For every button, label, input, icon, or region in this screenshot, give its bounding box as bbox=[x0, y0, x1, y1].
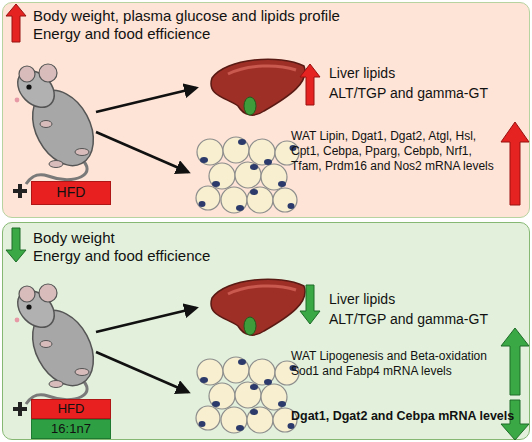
finding-text: Liver lipids bbox=[329, 291, 395, 309]
finding-text: Body weight bbox=[33, 229, 115, 248]
increase-arrow bbox=[6, 4, 529, 205]
condition-panel: Body weightEnergy and food efficienceLiv… bbox=[2, 222, 530, 440]
finding-text: Liver lipids bbox=[329, 65, 395, 83]
box-label: HFD bbox=[57, 184, 86, 202]
finding-text: WAT Lipogenesis and Beta-oxidation Sod1 … bbox=[291, 349, 505, 379]
diet-label-box: HFD bbox=[31, 181, 111, 205]
plus-sign bbox=[13, 184, 27, 416]
change-arrow bbox=[6, 228, 529, 440]
finding-text: ALT/TGP and gamma-GT bbox=[329, 311, 488, 329]
pointer-arrow bbox=[96, 88, 196, 392]
supplement-label-box: 16:1n7 bbox=[31, 419, 111, 439]
mouse-illustration bbox=[11, 64, 106, 404]
finding-text: ALT/TGP and gamma-GT bbox=[329, 85, 488, 103]
finding-text: Energy and food efficience bbox=[33, 247, 210, 266]
finding-text: Energy and food efficience bbox=[33, 25, 210, 44]
liver-illustration bbox=[211, 59, 305, 335]
finding-text: Body weight, plasma glucose and lipids p… bbox=[33, 7, 340, 26]
box-label: HFD bbox=[58, 401, 85, 417]
box-label: 16:1n7 bbox=[51, 421, 91, 437]
diet-label-box: HFD bbox=[31, 399, 111, 419]
finding-text: WAT Lipin, Dgat1, Dgat2, Atgl, Hsl, Cpt1… bbox=[291, 129, 505, 174]
finding-text: Dgat1, Dgat2 and Cebpa mRNA levels bbox=[291, 409, 514, 425]
condition-panel: Body weight, plasma glucose and lipids p… bbox=[2, 2, 530, 218]
adipocyte-illustration bbox=[196, 137, 299, 433]
